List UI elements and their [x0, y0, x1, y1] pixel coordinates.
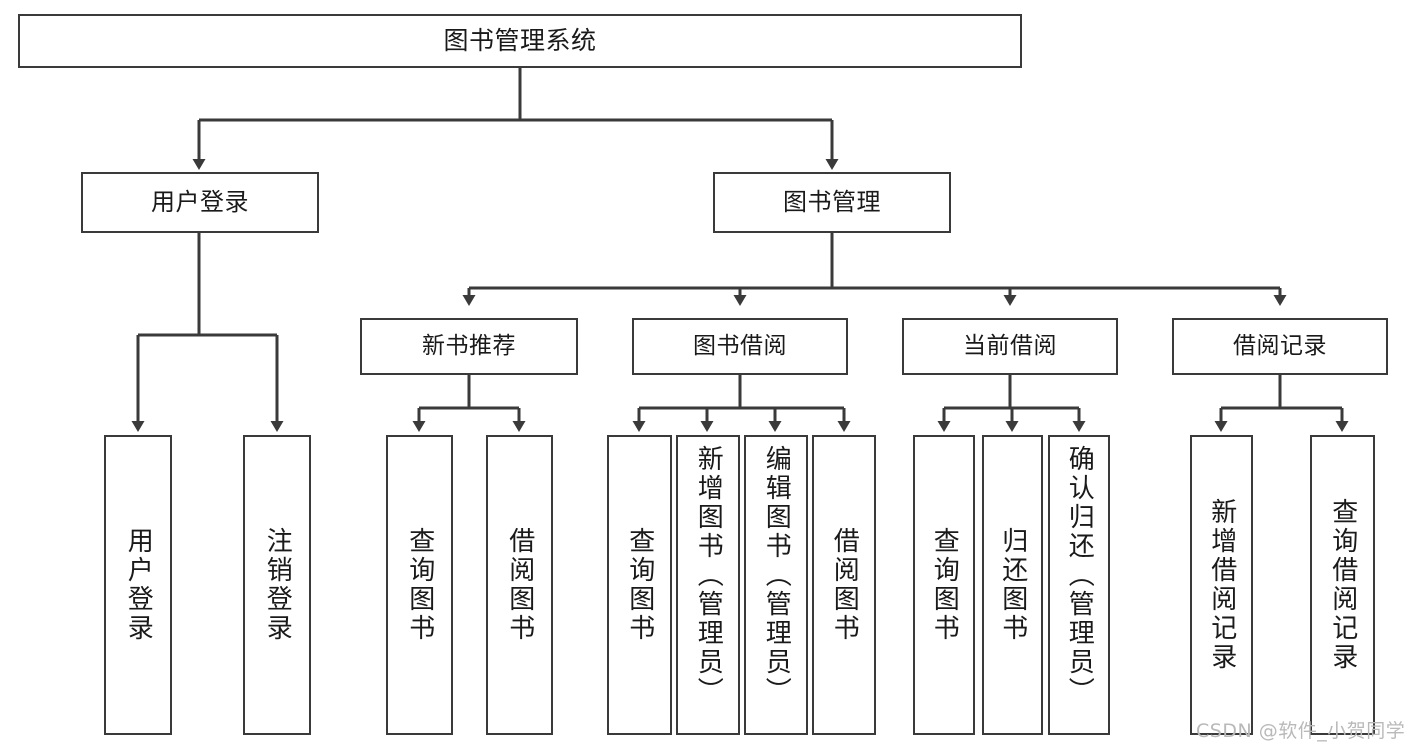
leaf-borrow-book-2[interactable]: 借阅图书: [812, 435, 876, 735]
node-root-label: 图书管理系统: [443, 26, 597, 56]
leaf-borrow-book-2-label: 借阅图书: [829, 527, 860, 643]
leaf-query-book-3-label: 查询图书: [929, 527, 960, 643]
leaf-user-login[interactable]: 用户登录: [104, 435, 172, 735]
node-current-borrow-label: 当前借阅: [963, 332, 1057, 359]
leaf-confirm-return[interactable]: 确认归还（管理员）: [1048, 435, 1110, 735]
leaf-user-login-label: 用户登录: [123, 527, 154, 643]
leaf-query-book-2[interactable]: 查询图书: [607, 435, 672, 735]
node-new-book-recommend[interactable]: 新书推荐: [360, 318, 578, 375]
leaf-query-borrow-record-label: 查询借阅记录: [1327, 498, 1358, 672]
node-new-book-recommend-label: 新书推荐: [422, 332, 516, 359]
leaf-add-book[interactable]: 新增图书（管理员）: [676, 435, 740, 735]
node-book-borrow-label: 图书借阅: [693, 332, 787, 359]
node-current-borrow[interactable]: 当前借阅: [902, 318, 1118, 375]
node-borrow-record[interactable]: 借阅记录: [1172, 318, 1388, 375]
leaf-query-book-2-label: 查询图书: [624, 527, 655, 643]
leaf-add-book-label: 新增图书（管理员）: [693, 445, 724, 706]
node-user-login-label: 用户登录: [151, 188, 249, 217]
leaf-query-book-1[interactable]: 查询图书: [386, 435, 453, 735]
node-root[interactable]: 图书管理系统: [18, 14, 1022, 68]
leaf-return-book[interactable]: 归还图书: [982, 435, 1043, 735]
leaf-borrow-book-1[interactable]: 借阅图书: [486, 435, 553, 735]
leaf-logout-label: 注销登录: [262, 527, 293, 643]
watermark-text: CSDN @软件_小贺同学: [1196, 720, 1405, 742]
leaf-edit-book[interactable]: 编辑图书（管理员）: [744, 435, 808, 735]
leaf-query-borrow-record[interactable]: 查询借阅记录: [1310, 435, 1375, 735]
node-user-login[interactable]: 用户登录: [81, 172, 319, 233]
leaf-logout[interactable]: 注销登录: [243, 435, 311, 735]
leaf-return-book-label: 归还图书: [997, 527, 1028, 643]
node-borrow-record-label: 借阅记录: [1233, 332, 1327, 359]
leaf-add-borrow-record[interactable]: 新增借阅记录: [1190, 435, 1253, 735]
leaf-query-book-3[interactable]: 查询图书: [913, 435, 975, 735]
node-book-manage-label: 图书管理: [783, 188, 881, 217]
leaf-add-borrow-record-label: 新增借阅记录: [1206, 498, 1237, 672]
leaf-confirm-return-label: 确认归还（管理员）: [1064, 445, 1095, 706]
node-book-manage[interactable]: 图书管理: [713, 172, 951, 233]
leaf-borrow-book-1-label: 借阅图书: [504, 527, 535, 643]
leaf-query-book-1-label: 查询图书: [404, 527, 435, 643]
leaf-edit-book-label: 编辑图书（管理员）: [761, 445, 792, 706]
node-book-borrow[interactable]: 图书借阅: [632, 318, 848, 375]
